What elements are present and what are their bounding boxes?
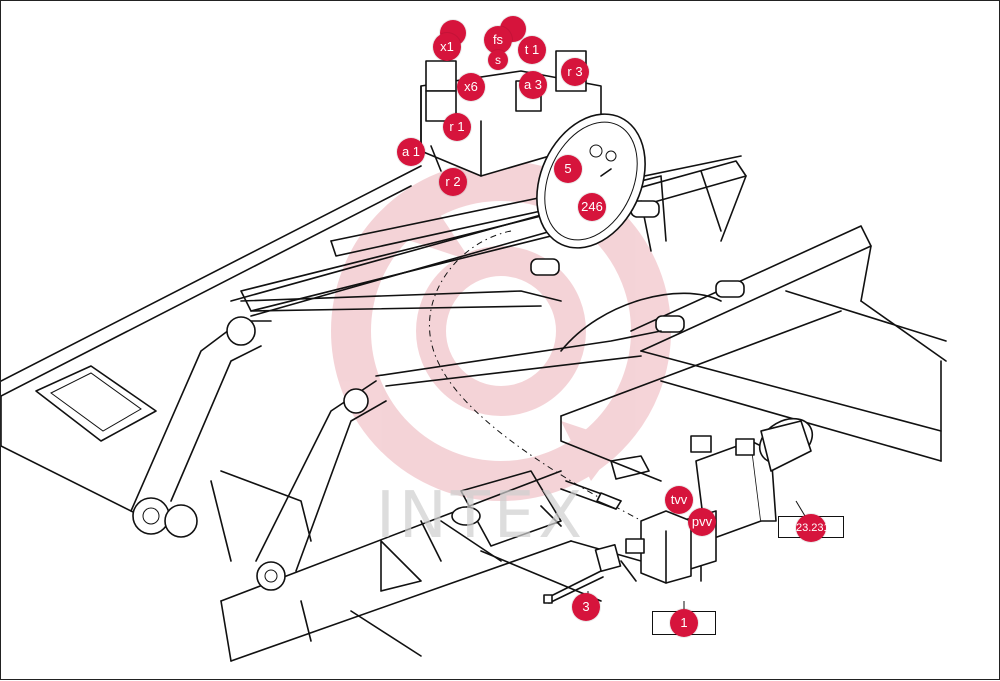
routing-centerline	[429, 230, 682, 542]
callout-23231[interactable]: 23.231	[796, 514, 830, 542]
boom-arms	[130, 290, 722, 591]
watermark-text: INTEX	[376, 479, 587, 553]
callout-r1[interactable]: r 1	[443, 113, 471, 141]
callout-t1[interactable]: t 1	[518, 36, 546, 64]
callout-r3[interactable]: r 3	[561, 58, 589, 86]
callout-s[interactable]: s	[488, 50, 508, 70]
callout-5[interactable]: 5	[554, 155, 582, 183]
callout-a1[interactable]: a 1	[397, 138, 425, 166]
callout-1[interactable]: 1	[670, 609, 698, 637]
callout-x1[interactable]: x1	[433, 33, 461, 61]
watermark-logo	[331, 161, 671, 501]
callout-r2[interactable]: r 2	[439, 168, 467, 196]
callout-3[interactable]: 3	[572, 593, 600, 621]
callout-x6[interactable]: x6	[457, 73, 485, 101]
lower-platform-details	[380, 470, 637, 602]
callout-tvv[interactable]: tvv	[665, 486, 693, 514]
callout-246[interactable]: 246	[578, 193, 606, 221]
callout-pvv[interactable]: pvv	[688, 508, 716, 536]
callout-fs[interactable]: fs	[484, 26, 512, 54]
callout-a3[interactable]: a 3	[519, 71, 547, 99]
